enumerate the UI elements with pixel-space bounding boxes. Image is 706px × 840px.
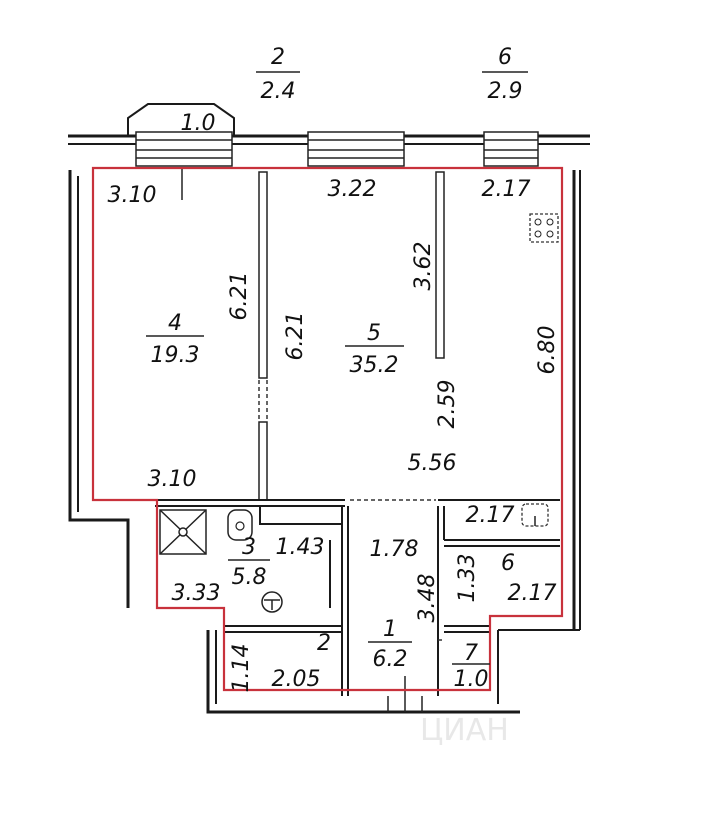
room-label-4: 4 19.3 [146,311,204,368]
room-number: 3 [242,535,256,560]
windows [135,131,539,200]
dim-wc-height: 1.14 [229,644,254,693]
apartment-outline [91,166,564,692]
dim-window-width: 1.0 [181,111,216,136]
balcony-area: 2.4 [261,79,296,104]
room-number: 6 [501,551,515,576]
dim-kitchen-bottom: 2.17 [466,503,515,528]
dim-room6-width: 2.17 [508,581,557,606]
balcony-label-2: 2 2.4 [256,45,300,104]
dim-room4-bottom: 3.10 [148,467,197,492]
room-label-6: 6 [501,551,515,576]
shower-icon [159,509,207,555]
room-number: 2 [317,631,331,656]
dim-room5-inner-wall: 3.62 [411,242,436,291]
interior-walls [155,171,560,712]
stove-icon [529,213,559,243]
dim-room4-top: 3.10 [108,183,157,208]
room-number: 1 [383,617,397,642]
dim-bath-length: 3.33 [172,581,221,606]
sink-icon [227,509,253,541]
watermark: ЦИАН [420,713,509,748]
room-area: 6.2 [373,647,408,672]
balcony-area: 2.9 [488,79,523,104]
room-area: 19.3 [151,343,200,368]
room-label-2: 2 [317,631,331,656]
dim-bath-width: 1.43 [276,535,325,560]
dim-wc-width: 2.05 [272,667,321,692]
dim-room5-top: 3.22 [328,177,377,202]
room-number: 5 [367,321,381,346]
dim-kitchen-height: 6.80 [535,326,560,375]
room-number: 7 [464,641,478,666]
kitchen-sink-icon [521,503,549,527]
dim-kitchen-top: 2.17 [482,177,531,202]
dim-room5-left-height: 6.21 [283,312,308,361]
room-area: 35.2 [350,353,399,378]
balcony-bay [127,103,235,136]
dim-room6-height: 1.33 [455,554,480,603]
balcony-label-6: 6 2.9 [482,45,528,104]
fixtures [159,213,559,613]
dimension-labels: 1.0 3.10 3.22 2.17 3.10 5.56 2.17 1.43 1… [108,111,557,692]
balcony-number: 2 [271,45,285,70]
room-label-7: 7 1.0 [452,641,490,692]
room-label-1: 1 6.2 [368,617,412,672]
room-label-5: 5 35.2 [345,321,404,378]
dim-hall-length: 3.48 [415,574,440,623]
vertical-dimension-labels: 6.21 6.21 3.62 2.59 6.80 3.48 1.33 1.14 [227,242,560,693]
dim-room5-lower: 2.59 [435,380,460,429]
balcony-number: 6 [498,45,512,70]
room-area: 5.8 [232,565,267,590]
washing-machine-icon [261,591,283,613]
dim-room5-width: 5.56 [408,451,457,476]
room-label-3: 3 5.8 [228,535,270,590]
room-number: 4 [168,311,182,336]
dim-room4-height: 6.21 [227,272,252,321]
dim-hall-width: 1.78 [370,537,419,562]
room-area: 1.0 [454,667,489,692]
